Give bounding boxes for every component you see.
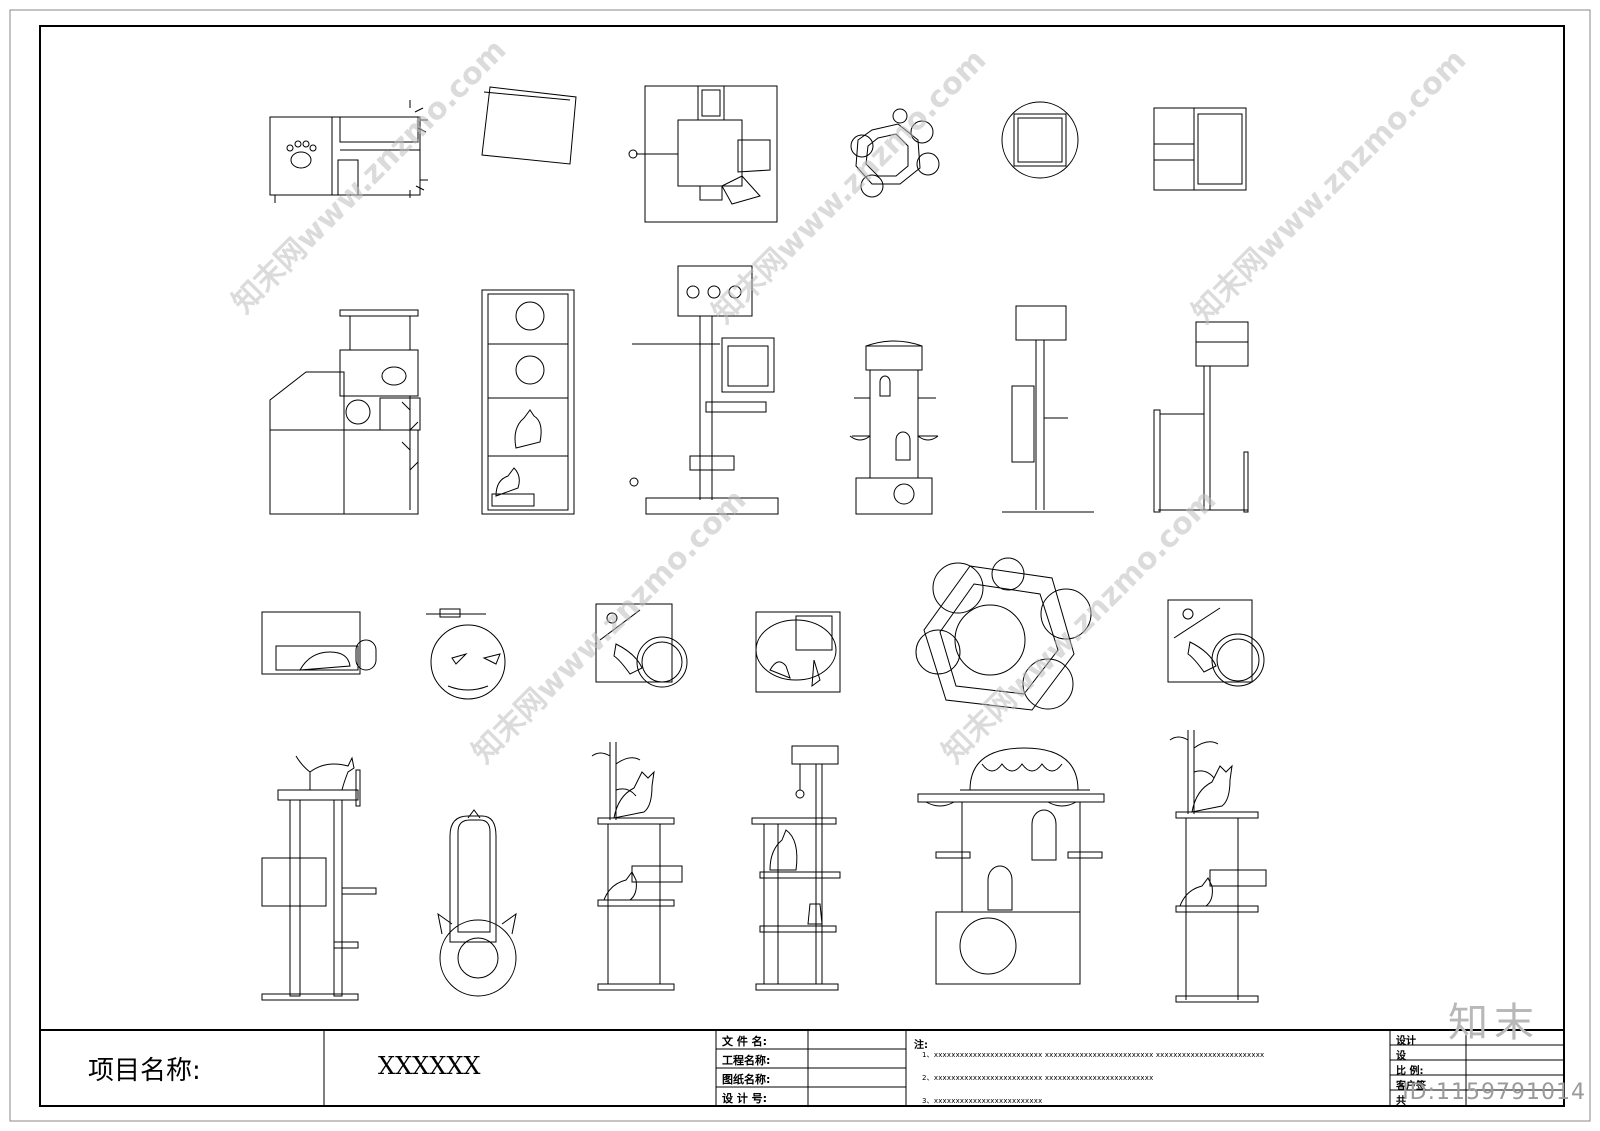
elevation-5 xyxy=(1002,305,1094,513)
elevation-2 xyxy=(481,289,575,515)
tree-6 xyxy=(1169,730,1267,1003)
note-line-3: 3、xxxxxxxxxxxxxxxxxxxxxxxxx xyxy=(922,1097,1043,1105)
project-name-label: 项目名称: xyxy=(88,1056,201,1086)
client-sign-label: 客户签 xyxy=(1396,1081,1426,1092)
elevation-3 xyxy=(629,265,779,515)
detail-4 xyxy=(755,611,841,693)
tree-5 xyxy=(917,747,1105,985)
notes-header: 注: xyxy=(914,1040,928,1051)
tree-4 xyxy=(751,745,841,991)
project-title-label: 工程名称: xyxy=(722,1054,771,1067)
tree-3 xyxy=(591,742,683,991)
top-view-3 xyxy=(628,85,778,223)
total-pages-label: 共 xyxy=(1396,1096,1406,1107)
design-number-label: 设 计 号: xyxy=(722,1092,768,1105)
note-line-2: 2、xxxxxxxxxxxxxxxxxxxxxxxxx xxxxxxxxxxxx… xyxy=(922,1074,1154,1082)
top-view-5 xyxy=(1001,101,1079,179)
elevation-4 xyxy=(849,340,939,515)
title-block xyxy=(40,1029,1564,1106)
scale-label: 比 例: xyxy=(1396,1066,1424,1077)
top-view-4 xyxy=(850,108,940,198)
designer-label: 设计 xyxy=(1396,1036,1416,1047)
drawing-name-label: 图纸名称: xyxy=(722,1073,771,1086)
top-view-6 xyxy=(1153,107,1247,191)
detail-6 xyxy=(1167,599,1265,687)
detail-3 xyxy=(595,603,688,688)
file-name-label: 文 件 名: xyxy=(722,1035,768,1048)
design-label: 设 xyxy=(1396,1051,1406,1062)
tree-2 xyxy=(437,809,517,997)
project-name-value: XXXXXX xyxy=(378,1052,481,1080)
detail-2 xyxy=(426,608,506,700)
note-line-1: 1、xxxxxxxxxxxxxxxxxxxxxxxxx xxxxxxxxxxxx… xyxy=(922,1051,1265,1059)
brand-logo: 知末 xyxy=(1448,1000,1540,1046)
drawing-border xyxy=(39,25,1565,1107)
detail-1 xyxy=(261,611,377,675)
tree-1 xyxy=(261,755,377,1001)
id-tag: ID:1159791014 xyxy=(1402,1080,1586,1105)
elevation-6 xyxy=(1153,321,1249,513)
top-view-2 xyxy=(481,86,577,165)
elevation-1 xyxy=(269,309,421,515)
top-view-1 xyxy=(269,100,428,203)
detail-5 xyxy=(915,557,1092,711)
